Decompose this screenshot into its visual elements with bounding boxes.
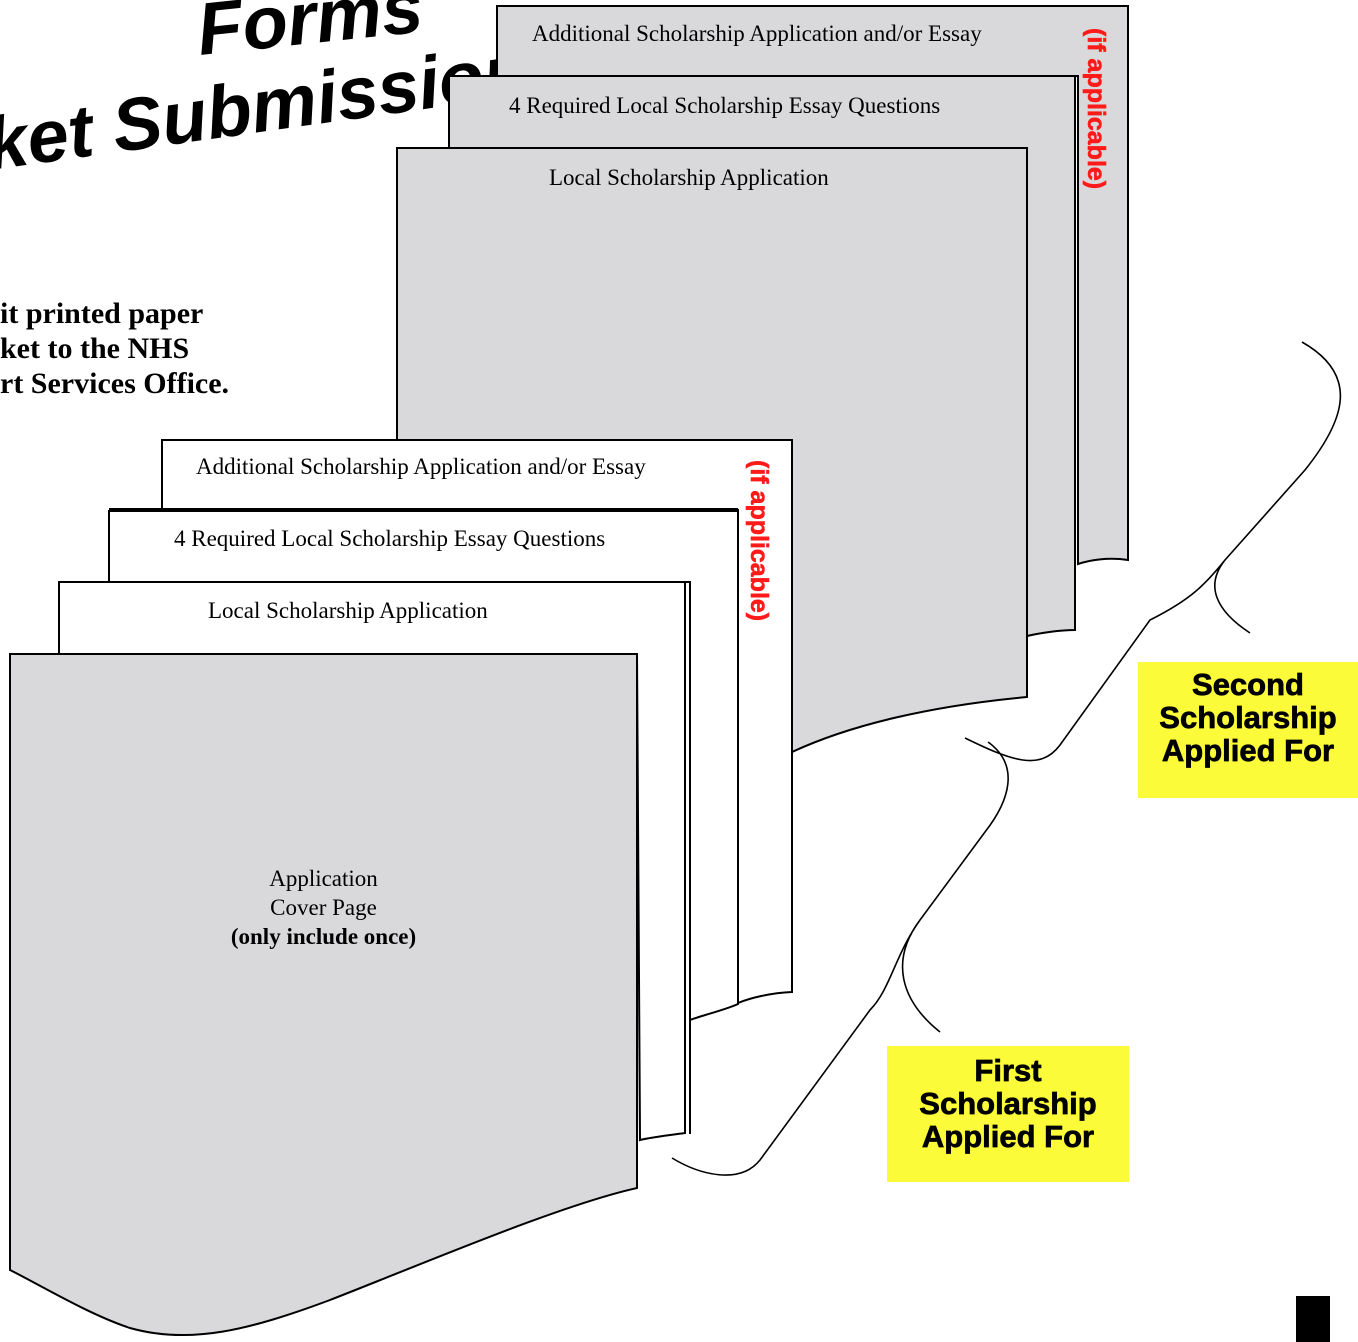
second-scholarship-brace	[964, 341, 1342, 762]
second-additional-page	[496, 5, 1129, 566]
instruction-line-2: ket to the NHS	[0, 332, 190, 365]
second-callout-line-1: Second	[1192, 667, 1305, 702]
first-additional-label: Additional Scholarship Application and/o…	[196, 454, 646, 479]
first-callout-line-2: Scholarship	[919, 1086, 1097, 1121]
first-callout-line-1: First	[974, 1053, 1042, 1088]
second-application-label: Local Scholarship Application	[549, 165, 829, 190]
cover-page	[9, 653, 638, 1337]
second-callout-line-3: Applied For	[1161, 733, 1335, 768]
second-if-applicable-label: (if applicable)	[1082, 28, 1111, 190]
first-scholarship-brace	[671, 741, 1009, 1176]
cover-line-3: (only include once)	[230, 924, 417, 949]
first-essay-label: 4 Required Local Scholarship Essay Quest…	[174, 526, 606, 551]
first-callout-line-3: Applied For	[921, 1119, 1095, 1154]
page-number-fragment	[1296, 1296, 1330, 1342]
first-if-applicable-label: (if applicable)	[745, 460, 774, 622]
first-application-label: Local Scholarship Application	[208, 598, 488, 623]
cover-line-2: Cover Page	[270, 895, 377, 920]
cover-line-1: Application	[269, 866, 378, 891]
second-callout-line-2: Scholarship	[1159, 700, 1337, 735]
first-essay-page	[108, 510, 739, 1022]
second-essay-label: 4 Required Local Scholarship Essay Quest…	[509, 93, 941, 118]
instruction-line-1: it printed paper	[0, 297, 204, 330]
instruction-text: it printed paper ket to the NHS rt Servi…	[0, 296, 229, 401]
first-scholarship-stack	[58, 439, 793, 1142]
first-scholarship-callout: First Scholarship Applied For	[887, 1046, 1129, 1182]
second-additional-label: Additional Scholarship Application and/o…	[532, 21, 982, 46]
first-application-page	[58, 581, 686, 1142]
instruction-line-3: rt Services Office.	[0, 367, 230, 400]
second-scholarship-callout: Second Scholarship Applied For	[1138, 662, 1358, 798]
cover-page-text: Application Cover Page (only include onc…	[10, 864, 637, 951]
